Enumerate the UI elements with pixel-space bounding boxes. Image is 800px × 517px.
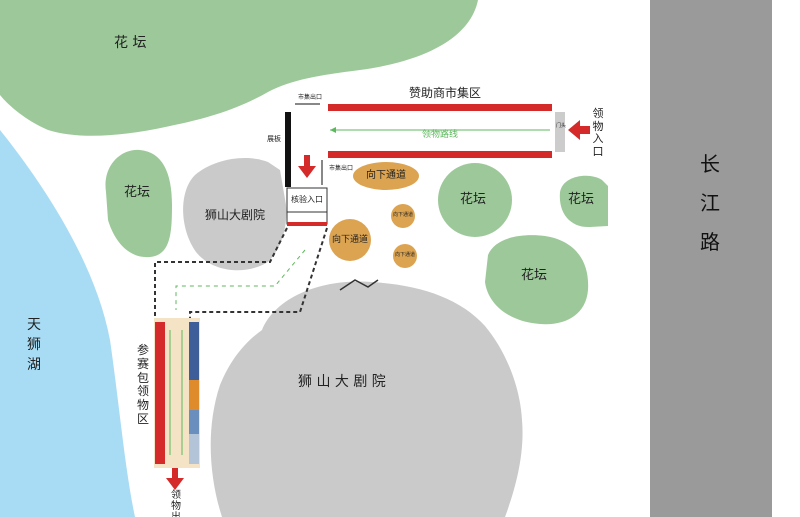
market-barrier-top: [328, 104, 552, 111]
label-down-passage-4: 向下通道: [395, 252, 416, 258]
checkin-arrow: [298, 155, 316, 178]
theater-large: [210, 281, 523, 517]
theater-outline: [339, 279, 379, 291]
theater-small: [183, 158, 287, 271]
label-sponsor-market: 赞助商市集区: [409, 86, 482, 100]
entrance-arrow: [568, 120, 590, 140]
checkin-gate-red: [287, 222, 327, 226]
label-down-passage-2: 向下通道: [332, 235, 369, 245]
label-theater-large: 狮 山 大 剧 院: [298, 374, 386, 390]
pack-area-red: [155, 322, 165, 464]
flowerbed-lower-right: [485, 235, 589, 325]
label-checkin-entrance: 核验入口: [291, 195, 323, 204]
pack-area-orange: [189, 380, 199, 410]
down-passage-3: [391, 204, 415, 228]
label-market-exit-mid: 市集出口: [329, 165, 354, 172]
route-to-pack: [175, 249, 306, 310]
label-door: 门头: [556, 123, 567, 129]
label-flowerbed-lower-right: 花坛: [521, 268, 548, 283]
label-flowerbed-left: 花坛: [124, 185, 151, 200]
path-outer: [154, 227, 288, 322]
label-lake: 天 狮 湖: [27, 317, 41, 373]
label-flowerbed-far-right: 花坛: [568, 192, 595, 207]
pack-area-lightblue: [189, 410, 199, 434]
road-changjiang: [650, 0, 772, 517]
pack-area-blue: [189, 322, 199, 380]
market-barrier-bottom: [328, 151, 552, 158]
label-collect-entrance: 领 物 入 口: [592, 107, 604, 158]
label-display-board: 展板: [267, 135, 281, 143]
label-market-exit-top: 市集出口: [298, 94, 323, 101]
door-block: [555, 112, 565, 152]
label-theater-small: 狮山大剧院: [205, 208, 266, 222]
label-flowerbed-top: 花 坛: [114, 35, 147, 51]
flowerbed-left: [105, 149, 172, 258]
flowerbed-mid-right: [438, 163, 512, 237]
flowerbed-far-right: [559, 175, 608, 228]
down-passage-1: [353, 162, 419, 190]
exit-arrow: [166, 468, 184, 490]
down-passage-2: [329, 219, 371, 261]
label-down-passage-3: 向下通道: [393, 212, 414, 218]
checkin-gate: [286, 187, 328, 225]
collect-route-arrow: [330, 127, 336, 133]
label-pack-area: 参 赛 包 领 物 区: [136, 343, 149, 426]
display-board: [285, 112, 291, 187]
label-collect-route: 领物路线: [422, 130, 459, 140]
flowerbed-top: [0, 0, 478, 136]
label-road: 长 江 路: [700, 152, 720, 254]
lake-tianshi: [0, 130, 135, 517]
label-down-passage-1: 向下通道: [366, 170, 406, 181]
pack-area-pale: [189, 434, 199, 464]
down-passage-4: [393, 244, 417, 268]
pack-area-routes: [169, 330, 183, 455]
label-flowerbed-mid-right: 花坛: [460, 192, 487, 207]
path-inner: [189, 227, 328, 322]
label-collect-exit: 领物 出口: [171, 490, 181, 517]
